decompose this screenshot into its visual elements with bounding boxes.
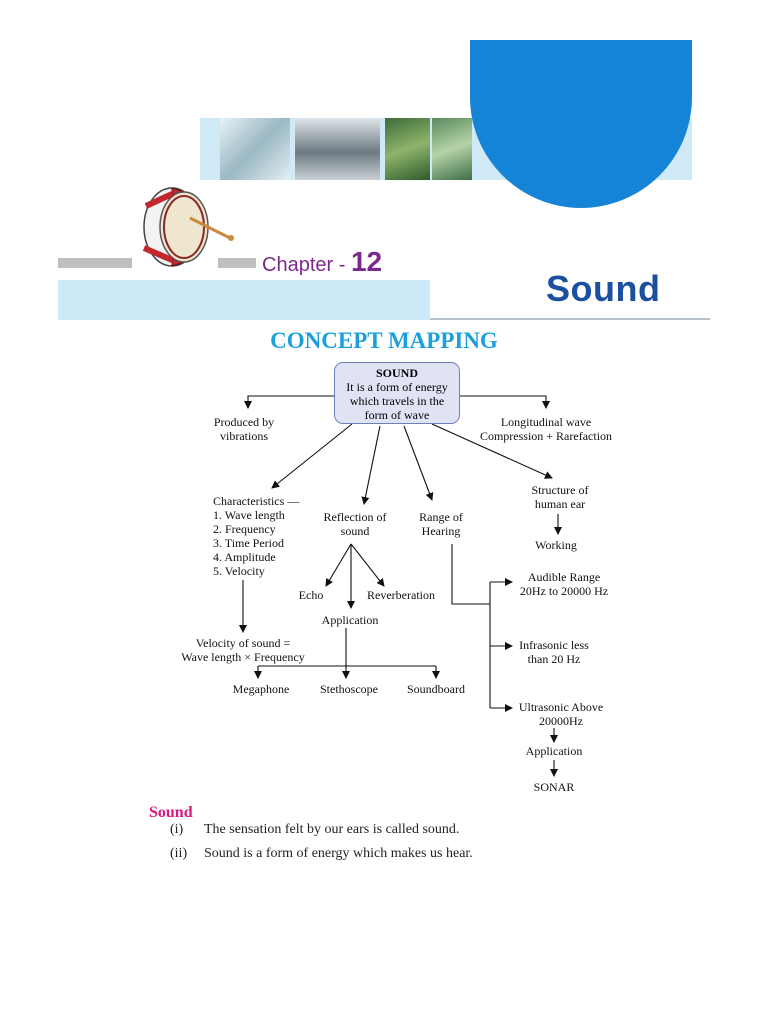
node-characteristics: Characteristics — 1. Wave length 2. Freq… [213, 494, 299, 578]
root-line-3: form of wave [364, 408, 430, 422]
root-title: SOUND [375, 366, 418, 380]
point-marker: (i) [170, 822, 184, 837]
node-reflection-line-2: sound [340, 524, 370, 538]
chapter-bar-left [58, 258, 132, 268]
node-audible-range: Audible Range 20Hz to 20000 Hz [506, 570, 622, 598]
node-ear-line-2: human ear [534, 497, 586, 511]
node-velocity-formula: Velocity of sound = Wave length × Freque… [160, 636, 326, 664]
node-sonar: SONAR [533, 780, 575, 794]
velocity-formula-line-2: Wave length × Frequency [181, 650, 305, 664]
node-infrasonic: Infrasonic less than 20 Hz [508, 638, 600, 666]
chapter-prefix: Chapter - [262, 254, 346, 276]
characteristic-item: 3. Time Period [213, 536, 285, 550]
node-megaphone: Megaphone [232, 682, 290, 696]
node-range-of-hearing: Range of Hearing [406, 510, 476, 538]
characteristic-item: 4. Amplitude [213, 550, 276, 564]
section-point: (ii) Sound is a form of energy which make… [170, 846, 473, 862]
node-application-ultrasonic: Application [525, 744, 583, 758]
ultrasonic-line-1: Ultrasonic Above [518, 700, 604, 714]
root-line-2: which travels in the [349, 394, 445, 408]
node-application-reflection: Application [321, 613, 379, 627]
chapter-bar-right [218, 258, 256, 268]
title-rule [430, 318, 710, 320]
chapter-number: 12 [350, 246, 383, 277]
chapter-title: Sound [546, 268, 661, 309]
root-node-sound: SOUND It is a form of energy which trave… [334, 362, 460, 424]
audible-line-1: Audible Range [527, 570, 601, 584]
node-reflection-of-sound: Reflection of sound [310, 510, 400, 538]
characteristic-item: 2. Frequency [213, 522, 276, 536]
node-echo: Echo [298, 588, 324, 602]
node-stethoscope: Stethoscope [320, 682, 378, 696]
node-reflection-line-1: Reflection of [323, 510, 387, 524]
audible-line-2: 20Hz to 20000 Hz [519, 584, 609, 598]
node-ear-line-1: Structure of [531, 483, 589, 497]
characteristic-item: 5. Velocity [213, 564, 265, 578]
node-longitudinal-line-2: Compression + Rarefaction [479, 429, 613, 443]
drum-icon [134, 186, 238, 268]
point-marker: (ii) [170, 846, 188, 861]
point-text: The sensation felt by our ears is called… [204, 822, 460, 837]
velocity-formula-line-1: Velocity of sound = [195, 636, 291, 650]
node-longitudinal-line-1: Longitudinal wave [500, 415, 592, 429]
node-working: Working [535, 538, 577, 552]
ultrasonic-line-2: 20000Hz [539, 714, 583, 728]
node-ultrasonic: Ultrasonic Above 20000Hz [508, 700, 614, 728]
section-heading-sound: Sound [149, 804, 193, 821]
point-text: Sound is a form of energy which makes us… [204, 846, 473, 861]
node-range-line-2: Hearing [421, 524, 461, 538]
node-produced-line-2: vibrations [220, 429, 268, 443]
node-structure-of-ear: Structure of human ear [512, 483, 608, 511]
node-longitudinal-wave: Longitudinal wave Compression + Rarefact… [466, 415, 626, 443]
title-band [58, 280, 430, 320]
section-point: (i) The sensation felt by our ears is cal… [170, 822, 459, 838]
node-soundboard: Soundboard [407, 682, 465, 696]
infrasonic-line-1: Infrasonic less [519, 638, 589, 652]
node-produced-by-vibrations: Produced by vibrations [196, 415, 292, 443]
concept-mapping-heading: CONCEPT MAPPING [270, 328, 498, 353]
characteristics-title: Characteristics — [213, 494, 300, 508]
characteristic-item: 1. Wave length [213, 508, 285, 522]
infrasonic-line-2: than 20 Hz [527, 652, 581, 666]
chapter-label: Chapter - 12 [262, 246, 382, 278]
node-produced-line-1: Produced by [213, 415, 275, 429]
node-range-line-1: Range of [419, 510, 463, 524]
root-line-1: It is a form of energy [346, 380, 448, 394]
node-reverberation: Reverberation [367, 588, 435, 602]
